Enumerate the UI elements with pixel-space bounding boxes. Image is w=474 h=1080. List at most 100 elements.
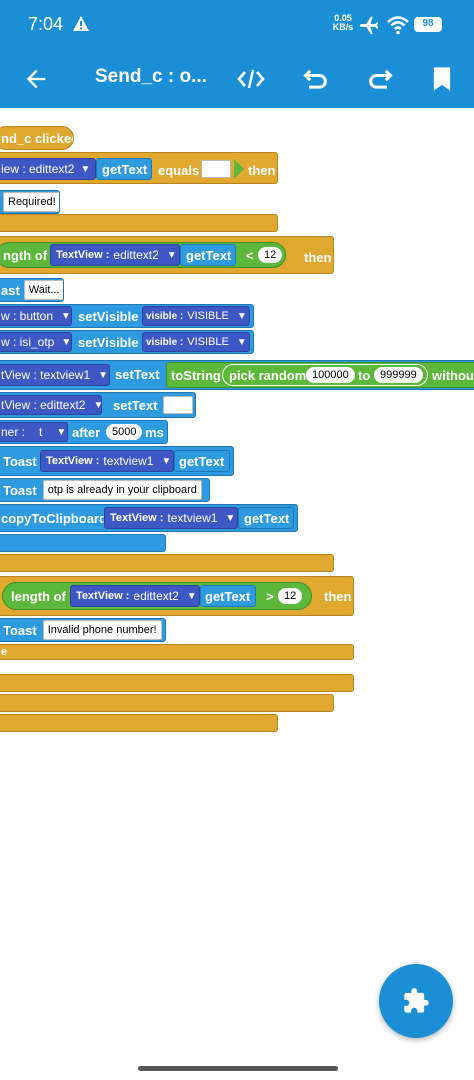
- dropdown-arrow-icon[interactable]: ▼: [186, 590, 197, 602]
- if3-number[interactable]: 12: [278, 588, 303, 604]
- toast3-text[interactable]: Invalid phone number!: [42, 620, 162, 640]
- toast-required-text[interactable]: Required!: [3, 192, 59, 212]
- timer-after: after: [72, 425, 101, 440]
- to-string-label: toString: [171, 367, 221, 383]
- set-otp-comp-label: w : isi_otp: [1, 335, 55, 349]
- if1-equals: equals: [158, 163, 200, 178]
- toast-wait-label: ast: [1, 282, 20, 298]
- dropdown-arrow-icon[interactable]: ▼: [161, 455, 172, 467]
- toast1-method-label: getText: [179, 453, 225, 469]
- set-button-method: setVisible: [78, 309, 139, 324]
- if1-outer-footer: [0, 714, 278, 732]
- undo-icon[interactable]: [302, 65, 330, 93]
- set-visible-button-component[interactable]: w : button ▼: [0, 306, 72, 326]
- set-text2-comp-label: tView : edittext2: [1, 398, 86, 412]
- if2-number[interactable]: 12: [258, 247, 283, 263]
- dropdown-arrow-icon[interactable]: ▼: [98, 369, 109, 381]
- page-title: Send_c : o...: [95, 66, 207, 87]
- airplane-icon: [359, 16, 379, 35]
- if3-then: then: [324, 589, 352, 604]
- dropdown-arrow-icon[interactable]: ▼: [61, 310, 71, 322]
- dropdown-arrow-icon[interactable]: ▼: [56, 426, 67, 438]
- timer-footer: [0, 534, 166, 552]
- bookmark-icon[interactable]: [428, 65, 456, 93]
- dropdown-arrow-icon[interactable]: ▼: [225, 512, 236, 524]
- timer-component[interactable]: ner : t ▼: [0, 422, 68, 442]
- set-text2-method: setText: [113, 398, 158, 413]
- set-otp-visible-value[interactable]: visible : VISIBLE ▼: [142, 332, 250, 352]
- if2-footer: [0, 554, 334, 572]
- timer-ms-value[interactable]: 5000: [106, 424, 143, 440]
- set-otp-vis-label: visible :: [146, 336, 184, 348]
- if3-textview[interactable]: TextView : edittext2 ▼: [70, 585, 200, 607]
- toast-required-block[interactable]: Required!: [0, 190, 60, 214]
- status-time: 7:04: [28, 14, 64, 34]
- toast-invalid-block[interactable]: Toast Invalid phone number!: [0, 618, 166, 642]
- hex-end-icon: [234, 159, 244, 179]
- back-arrow-icon[interactable]: [22, 65, 50, 93]
- network-speed: 0.05 KB/s: [332, 14, 354, 32]
- set-button-comp-label: w : button: [1, 309, 54, 323]
- dropdown-arrow-icon[interactable]: ▼: [80, 163, 91, 175]
- if1-method[interactable]: getText: [96, 158, 152, 180]
- code-view-icon[interactable]: [237, 65, 265, 93]
- dropdown-arrow-icon[interactable]: ▼: [166, 249, 177, 261]
- dropdown-arrow-icon[interactable]: ▼: [236, 336, 247, 348]
- without-label: without: [432, 368, 474, 383]
- if3-method-label: getText: [205, 588, 251, 604]
- set-otp-vis-value: VISIBLE: [187, 336, 229, 348]
- timer-comp-label: ner :: [1, 425, 26, 439]
- if2-method-label: getText: [186, 247, 232, 263]
- dropdown-arrow-icon[interactable]: ▼: [94, 400, 102, 411]
- dropdown-arrow-icon[interactable]: ▼: [236, 310, 247, 322]
- dropdown-arrow-icon[interactable]: ▼: [61, 336, 72, 348]
- toast2-text[interactable]: otp is already in your clipboard: [42, 480, 202, 500]
- app-bar: Send_c : o...: [0, 50, 474, 108]
- set-button-visible-value[interactable]: visible : VISIBLE ▼: [142, 306, 250, 326]
- set-text1-component[interactable]: tView : textview1 ▼: [0, 364, 110, 386]
- set-text1-comp-label: tView : textview1: [1, 368, 91, 382]
- toast1-tv-label: TextView :: [46, 455, 100, 467]
- if2-length-of: ngth of: [3, 247, 48, 263]
- add-block-fab[interactable]: [379, 964, 453, 1038]
- if1-method-label: getText: [102, 161, 148, 177]
- set-otp-method: setVisible: [78, 335, 139, 350]
- if2-method[interactable]: getText: [180, 244, 236, 266]
- redo-icon[interactable]: [366, 65, 394, 93]
- clipboard-textview[interactable]: TextView : textview1 ▼: [104, 507, 238, 529]
- if2-tv-label: TextView :: [56, 249, 110, 261]
- toast3-label: Toast: [3, 622, 37, 638]
- toast-clipboard-message-block[interactable]: Toast otp is already in your clipboard: [0, 478, 210, 502]
- toast1-textview[interactable]: TextView : textview1 ▼: [40, 450, 174, 472]
- set-text1-method: setText: [115, 367, 160, 382]
- block-editor-canvas[interactable]: nd_c clicked iew : edittext2 ▼ getText e…: [0, 108, 474, 1080]
- random-to-number[interactable]: 999999: [374, 367, 423, 383]
- clipboard-method[interactable]: getText: [238, 507, 294, 529]
- wifi-icon: [387, 16, 409, 35]
- set-text2-value-input[interactable]: [163, 396, 193, 414]
- if1-then: then: [248, 163, 276, 178]
- toast-wait-text[interactable]: Wait...: [23, 280, 63, 300]
- gesture-navigation-bar[interactable]: [138, 1066, 338, 1071]
- set-visible-otp-component[interactable]: w : isi_otp ▼: [0, 332, 72, 352]
- battery-indicator: 98: [414, 17, 442, 32]
- if2-tv-name: edittext2: [113, 248, 159, 262]
- if3-method[interactable]: getText: [200, 585, 256, 607]
- toast1-method[interactable]: getText: [174, 450, 230, 472]
- net-speed-unit: KB/s: [332, 22, 354, 32]
- else-label: e: [1, 646, 8, 658]
- clipboard-label: copyToClipboard: [1, 510, 107, 526]
- if2-textview[interactable]: TextView : edittext2 ▼: [50, 244, 180, 266]
- set-text2-component[interactable]: tView : edittext2 ▼: [0, 395, 102, 415]
- event-block[interactable]: nd_c clicked: [0, 126, 74, 150]
- if1-value-input[interactable]: [201, 160, 231, 178]
- toast1-tv-name: textview1: [103, 454, 154, 468]
- net-speed-value: 0.05: [334, 13, 352, 23]
- clipboard-tv-name: textview1: [167, 511, 218, 525]
- if1-component[interactable]: iew : edittext2 ▼: [0, 158, 96, 180]
- toast-wait-block[interactable]: ast Wait...: [0, 278, 64, 302]
- timer-ms-label: ms: [145, 425, 164, 440]
- random-from-number[interactable]: 100000: [306, 367, 355, 383]
- set-button-vis-value: VISIBLE: [187, 310, 229, 322]
- else-block[interactable]: e: [0, 644, 354, 660]
